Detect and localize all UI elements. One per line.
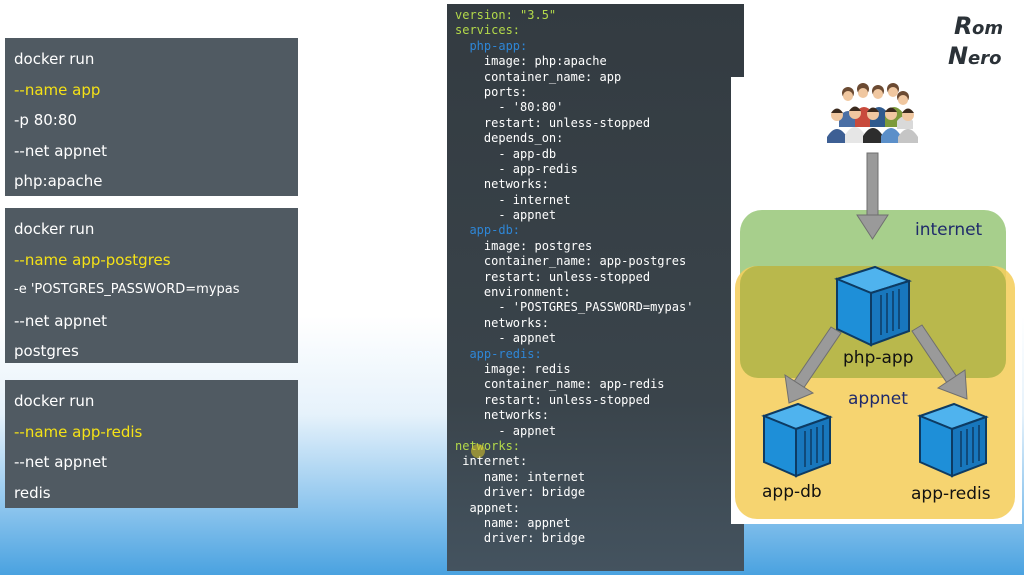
- command-box-app: docker run --name app -p 80:80 --net app…: [5, 38, 298, 196]
- compose-line: - internet: [455, 192, 571, 207]
- command-line: docker run: [14, 220, 95, 238]
- compose-line: networks:: [455, 438, 521, 453]
- compose-line: services:: [455, 23, 521, 38]
- compose-line: restart: unless-stopped: [455, 115, 651, 130]
- compose-line: depends_on:: [455, 131, 564, 146]
- command-line: --net appnet: [14, 311, 108, 330]
- compose-line: container_name: app-redis: [455, 377, 665, 392]
- svg-text:N: N: [948, 42, 968, 70]
- arrow-php-app-to-app-db: [784, 326, 842, 404]
- internet-label: internet: [915, 220, 983, 240]
- compose-line: restart: unless-stopped: [455, 269, 651, 284]
- compose-line: internet:: [455, 454, 528, 469]
- arrow-users-to-php-app: [856, 152, 889, 240]
- users-group-icon: [827, 83, 918, 143]
- arrow-php-app-to-app-redis: [911, 324, 968, 400]
- compose-line: restart: unless-stopped: [455, 392, 651, 407]
- command-box-postgres: docker run --name app-postgres -e 'POSTG…: [5, 208, 298, 363]
- command-line-name: --name app-redis: [14, 422, 143, 441]
- command-line: postgres: [14, 342, 79, 360]
- compose-line: - appnet: [455, 423, 557, 438]
- compose-line: - '80:80': [455, 100, 564, 115]
- command-line: docker run: [14, 50, 95, 68]
- app-redis-container-icon: [917, 402, 989, 478]
- svg-text:om: om: [972, 18, 1003, 39]
- compose-line: appnet:: [455, 500, 521, 515]
- compose-line: container_name: app-postgres: [455, 254, 687, 269]
- command-line-env: -e 'POSTGRES_PASSWORD=mypas: [14, 282, 240, 297]
- app-db-label: app-db: [762, 482, 822, 502]
- diagram-graphics: [761, 83, 989, 478]
- app-db-container-icon: [761, 402, 833, 478]
- compose-line: image: redis: [455, 361, 571, 376]
- command-line: php:apache: [14, 172, 103, 190]
- command-line-name: --name app: [14, 80, 101, 99]
- compose-line: environment:: [455, 285, 571, 300]
- svg-text:R: R: [954, 12, 972, 40]
- compose-line: image: php:apache: [455, 54, 607, 69]
- compose-line: networks:: [455, 177, 549, 192]
- compose-line: app-db:: [455, 223, 521, 238]
- mouse-cursor-highlight: [471, 444, 485, 458]
- compose-code: version: "3.5"services: php-app: image: …: [455, 8, 744, 547]
- app-redis-label: app-redis: [911, 484, 991, 504]
- command-line: --net appnet: [14, 141, 108, 160]
- compose-line: app-redis:: [455, 346, 542, 361]
- compose-line: - 'POSTGRES_PASSWORD=mypas': [455, 300, 694, 315]
- command-line: docker run: [14, 392, 95, 410]
- compose-line: - app-db: [455, 146, 557, 161]
- compose-file-panel: version: "3.5"services: php-app: image: …: [447, 4, 744, 571]
- command-box-redis: docker run --name app-redis --net appnet…: [5, 380, 298, 508]
- php-app-label: php-app: [843, 348, 914, 368]
- compose-line: name: appnet: [455, 515, 571, 530]
- compose-line: name: internet: [455, 469, 586, 484]
- rom-nero-logo: R om N ero: [948, 12, 1003, 70]
- compose-line: driver: bridge: [455, 531, 586, 546]
- compose-line: networks:: [455, 315, 549, 330]
- compose-line: - app-redis: [455, 161, 578, 176]
- command-line: redis: [14, 483, 51, 502]
- appnet-label: appnet: [848, 389, 908, 409]
- compose-line: image: postgres: [455, 238, 593, 253]
- compose-line: php-app:: [455, 38, 528, 53]
- compose-line: networks:: [455, 408, 549, 423]
- compose-line: - appnet: [455, 208, 557, 223]
- svg-text:ero: ero: [968, 48, 1001, 69]
- network-diagram: internet appnet: [731, 77, 1022, 524]
- compose-line: driver: bridge: [455, 485, 586, 500]
- compose-line: version: "3.5": [455, 8, 557, 22]
- command-line-name: --name app-postgres: [14, 250, 171, 269]
- compose-line: ports:: [455, 84, 528, 99]
- command-line: --net appnet: [14, 453, 108, 471]
- compose-line: - appnet: [455, 331, 557, 346]
- compose-line: container_name: app: [455, 69, 622, 84]
- command-line: -p 80:80: [14, 111, 77, 129]
- php-app-container-icon: [834, 265, 912, 347]
